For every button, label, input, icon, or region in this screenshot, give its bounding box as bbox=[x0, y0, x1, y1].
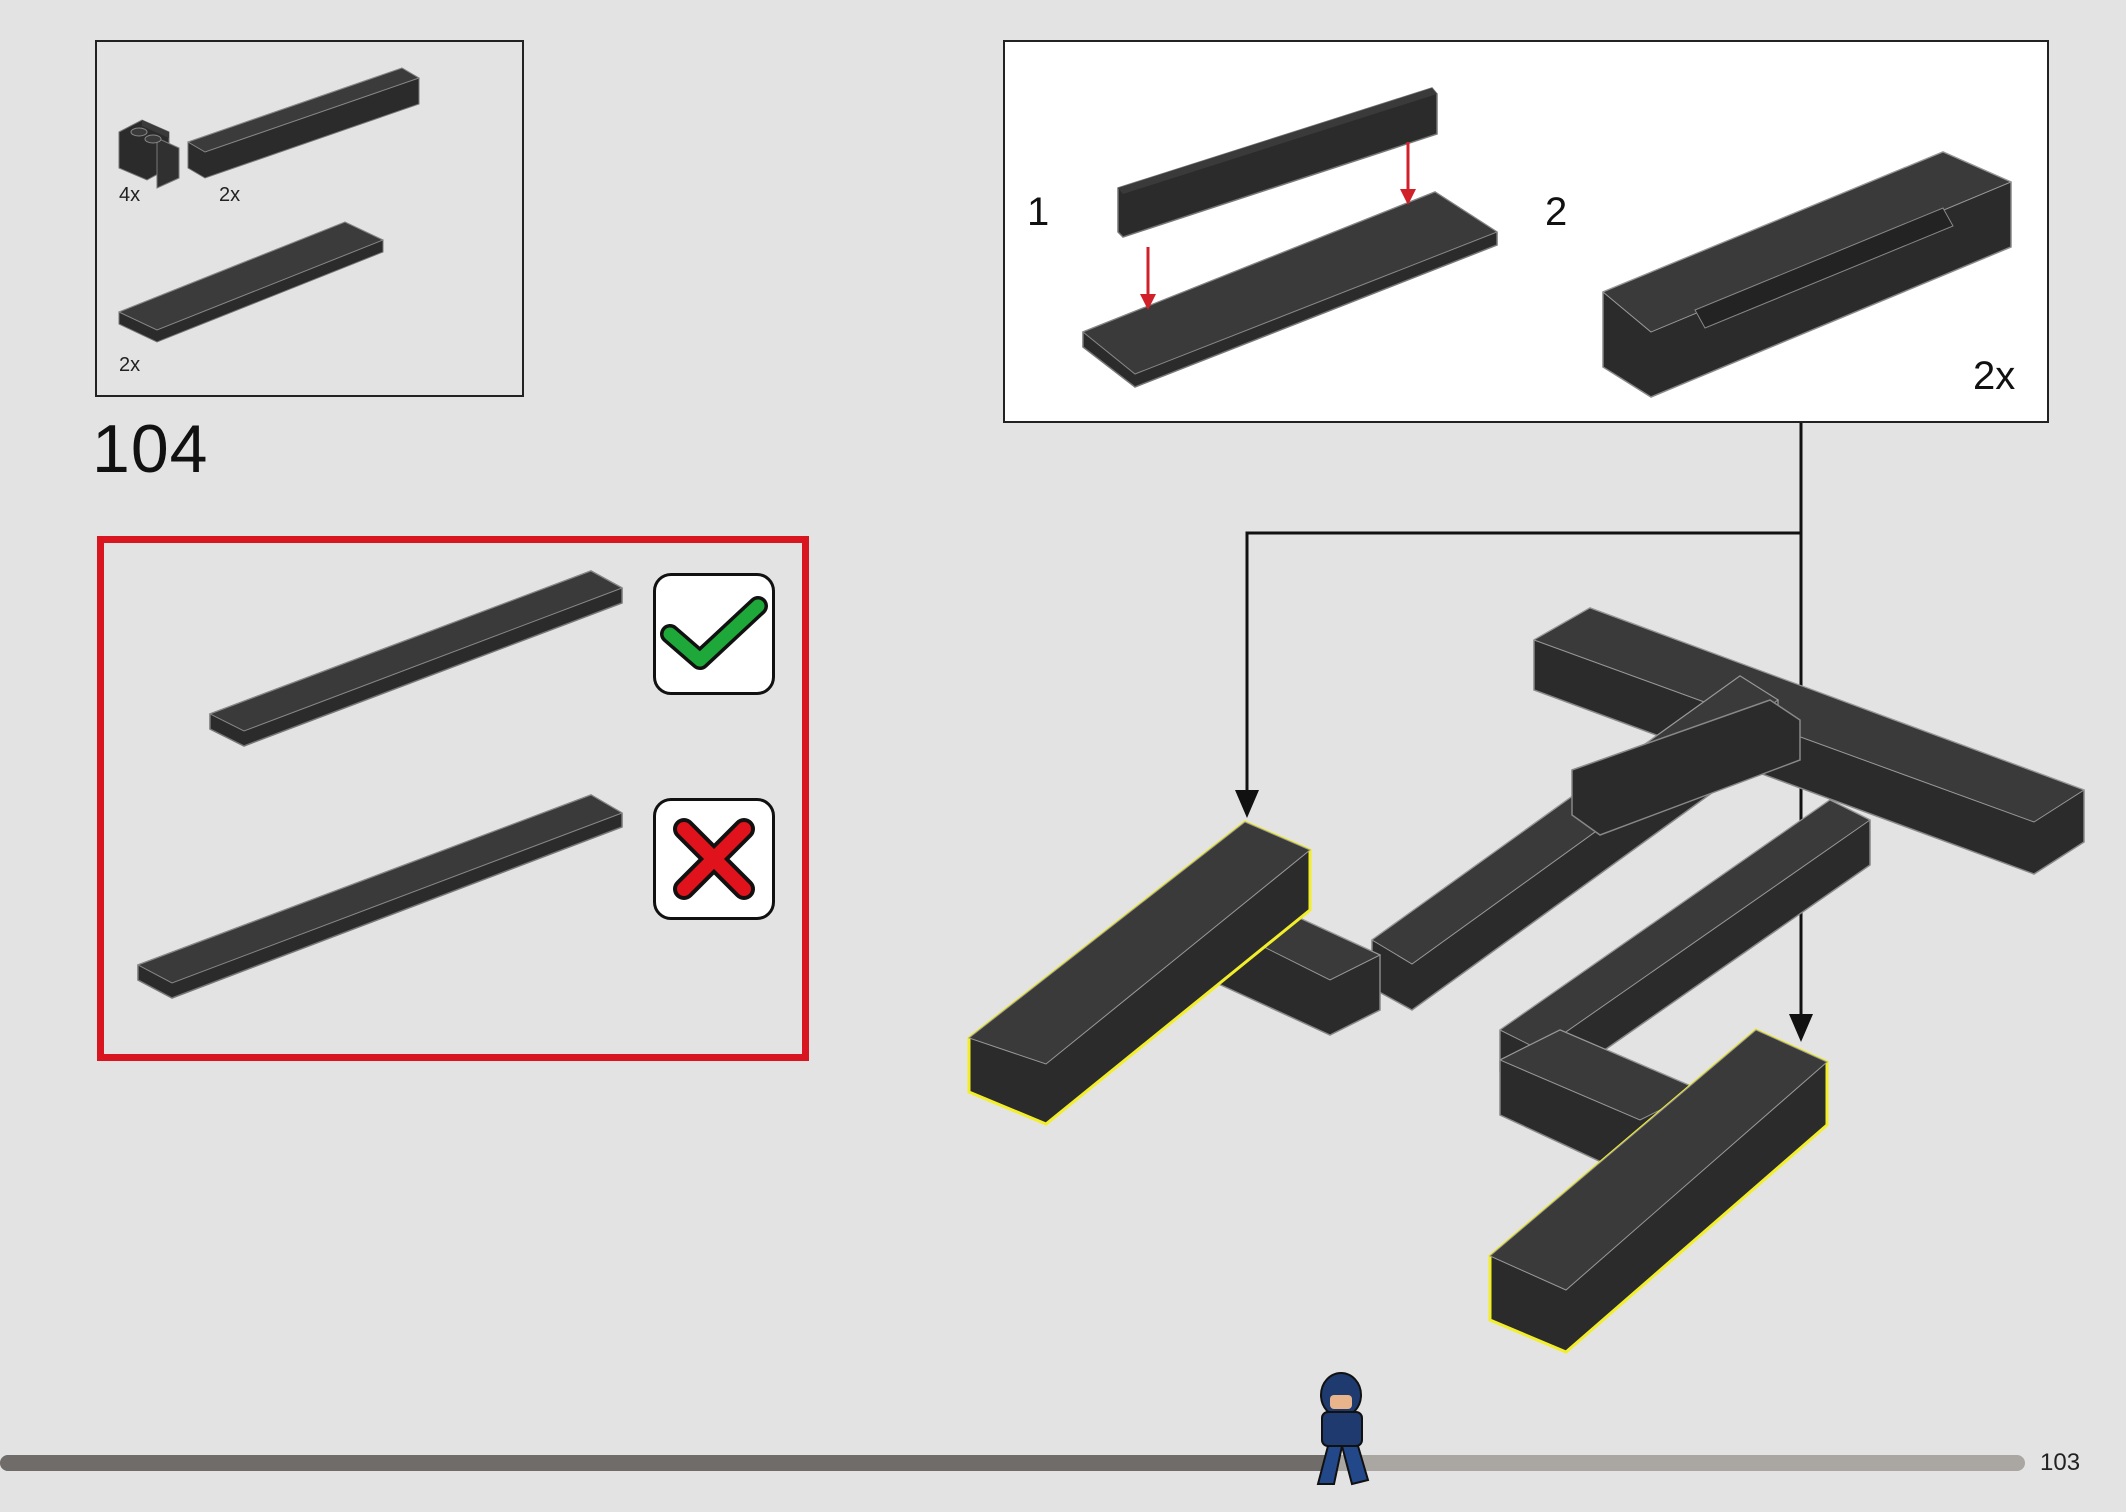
progress-fill bbox=[0, 1455, 1326, 1471]
sub-step-2-assembly bbox=[1602, 151, 2013, 398]
left-crossbar bbox=[1208, 899, 1382, 1036]
page-number: 103 bbox=[2040, 1449, 2081, 1476]
comparison-illustration bbox=[136, 570, 624, 999]
sub-step-number: 2 bbox=[1545, 190, 1568, 234]
sub-step-number: 1 bbox=[1027, 190, 1050, 234]
part-quantity: 2x bbox=[219, 184, 241, 206]
sub-assembly-callout: 1 2 2x bbox=[1003, 40, 2049, 423]
connector-arrow bbox=[1789, 533, 1813, 1042]
correct-indicator bbox=[653, 573, 775, 695]
cross-mark-icon bbox=[673, 818, 755, 900]
connector-arrow bbox=[1235, 423, 1803, 818]
sub-assembly-quantity: 2x bbox=[1973, 354, 2016, 398]
sub-assembly-illustration bbox=[1082, 87, 2013, 398]
incorrect-indicator bbox=[653, 798, 775, 920]
corner-brick-part bbox=[118, 119, 180, 189]
correct-plate bbox=[208, 570, 624, 747]
center-beam bbox=[1499, 699, 1871, 1096]
highlighted-new-part bbox=[967, 820, 1312, 1126]
parts-list-box: 4x 2x 2x bbox=[95, 40, 524, 397]
diagonal-beam bbox=[1371, 675, 1779, 1011]
placement-arrow bbox=[1140, 247, 1156, 310]
long-plate-part bbox=[117, 221, 385, 343]
back-beam bbox=[1532, 607, 2086, 875]
long-brick-part bbox=[186, 67, 421, 179]
sub-step-1-plate bbox=[1082, 191, 1499, 388]
check-mark-icon bbox=[660, 596, 768, 670]
parts-list-illustration bbox=[117, 67, 421, 343]
step-number: 104 bbox=[92, 411, 209, 487]
sub-step-1-brick bbox=[1117, 87, 1438, 238]
highlighted-new-part bbox=[1488, 1028, 1829, 1354]
part-quantity: 4x bbox=[119, 184, 141, 206]
wrong-plate bbox=[136, 794, 624, 999]
placement-arrow bbox=[1400, 142, 1416, 205]
part-quantity: 2x bbox=[119, 354, 141, 376]
right-crossbar bbox=[1498, 1029, 1702, 1181]
comparison-panel bbox=[97, 536, 809, 1061]
